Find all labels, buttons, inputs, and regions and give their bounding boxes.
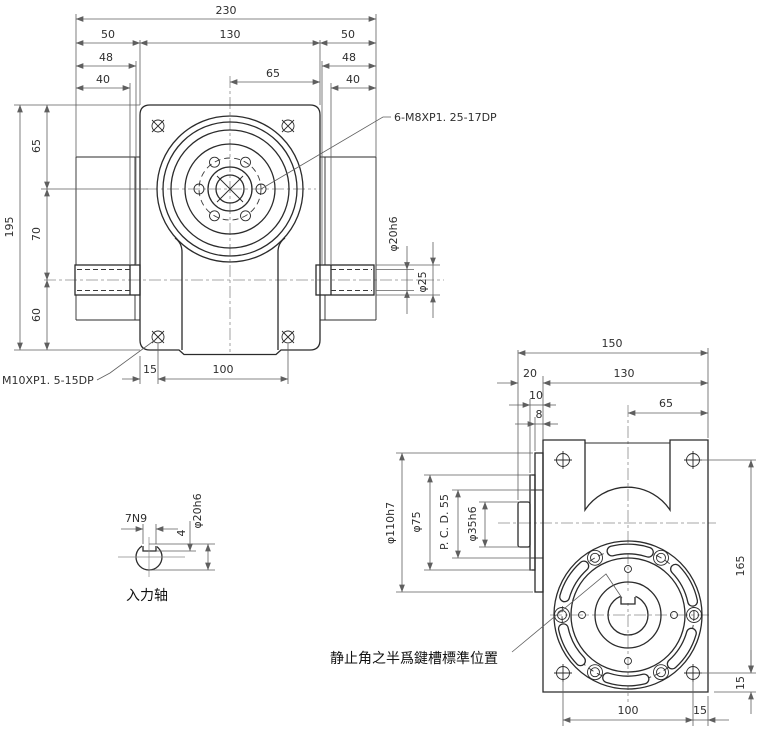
dim-40-left: 40	[96, 73, 110, 86]
front-view: 230 50 130 50 48 48 40 40 65 195 65 70 6…	[2, 4, 497, 387]
tapped-hole-note: 6-M8XP1. 25-17DP	[394, 111, 497, 124]
front-tapped-holes	[193, 156, 267, 222]
dim-boss-dia: φ75	[410, 511, 423, 532]
corner-hole-icon	[684, 664, 702, 682]
corner-hole-icon	[554, 664, 572, 682]
side-housing-body	[542, 439, 709, 693]
corner-hole-icon	[281, 330, 295, 344]
front-side-walls	[75, 156, 377, 321]
corner-hole-icon	[281, 119, 295, 133]
dim-vertical-base: 15	[734, 676, 747, 690]
section-dimensions	[121, 521, 215, 571]
dim-depth-plate: 8	[536, 408, 543, 421]
front-input-shaft-right	[315, 264, 375, 296]
dim-base-offset: 15	[143, 363, 157, 376]
flange-bolts	[554, 549, 702, 681]
front-housing-plate	[139, 104, 321, 356]
output-bore-keyway	[620, 592, 636, 605]
dim-depth-body: 130	[614, 367, 635, 380]
input-shaft-title: 入力轴	[126, 588, 168, 604]
dim-vertical-span: 165	[734, 556, 747, 577]
corner-hole-icon	[554, 451, 572, 469]
keyway-position-note: 静止角之半爲鍵槽標準位置	[330, 651, 498, 667]
dim-depth-center: 65	[659, 397, 673, 410]
flange-arc-slots	[557, 543, 699, 687]
front-corner-holes	[151, 119, 295, 344]
dim-48-left: 48	[99, 51, 113, 64]
dim-h60: 60	[30, 308, 43, 322]
dim-collar-dia: φ25	[416, 271, 429, 292]
corner-hole-icon	[151, 119, 165, 133]
dim-h65: 65	[30, 139, 43, 153]
dim-mid-width: 130	[220, 28, 241, 41]
dim-depth-pilot: 10	[529, 389, 543, 402]
dim-40-right: 40	[346, 73, 360, 86]
base-tap-leader-line	[96, 339, 156, 381]
dim-bore-dia: φ35h6	[466, 506, 479, 541]
shaft-end-cross-icon	[216, 175, 244, 203]
shaft-keyway	[142, 541, 157, 552]
corner-hole-icon	[684, 451, 702, 469]
side-input-flange-stack	[517, 452, 544, 593]
dim-depth-total: 150	[602, 337, 623, 350]
side-output-flange	[553, 540, 703, 690]
flange-small-holes	[578, 565, 678, 665]
dim-side-left: 50	[101, 28, 115, 41]
dim-side-right: 50	[341, 28, 355, 41]
dim-keyway-width: 7N9	[125, 512, 147, 525]
dim-shaft-dia: φ20h6	[387, 216, 400, 251]
dim-bottom-edge: 15	[693, 704, 707, 717]
tap-leader-line	[260, 116, 391, 190]
dim-pilot-dia: φ110h7	[384, 502, 397, 544]
dim-base-span: 100	[213, 363, 234, 376]
front-dimensions	[14, 14, 440, 384]
dim-total-height: 195	[3, 217, 16, 238]
side-view: 150 20 130 10 8 65 φ110h7 φ75 P. C. D. 5…	[330, 337, 756, 726]
keyway-note-leader	[511, 573, 623, 653]
front-flange-circles	[156, 115, 304, 263]
input-shaft-section: 7N9 4 φ20h6 入力轴	[118, 493, 215, 604]
side-dimensions	[396, 348, 756, 726]
side-corner-holes	[554, 451, 702, 682]
dim-48-right: 48	[342, 51, 356, 64]
dim-total-width: 230	[216, 4, 237, 17]
dim-65-half: 65	[266, 67, 280, 80]
dim-section-shaft-dia: φ20h6	[191, 493, 204, 528]
dim-keyway-depth: 4	[175, 530, 188, 537]
dim-pcd: P. C. D. 55	[438, 494, 451, 550]
base-tap-note: M10XP1. 5-15DP	[2, 374, 94, 387]
dim-bottom-span: 100	[618, 704, 639, 717]
dim-h70: 70	[30, 227, 43, 241]
dim-depth-flange: 20	[523, 367, 537, 380]
